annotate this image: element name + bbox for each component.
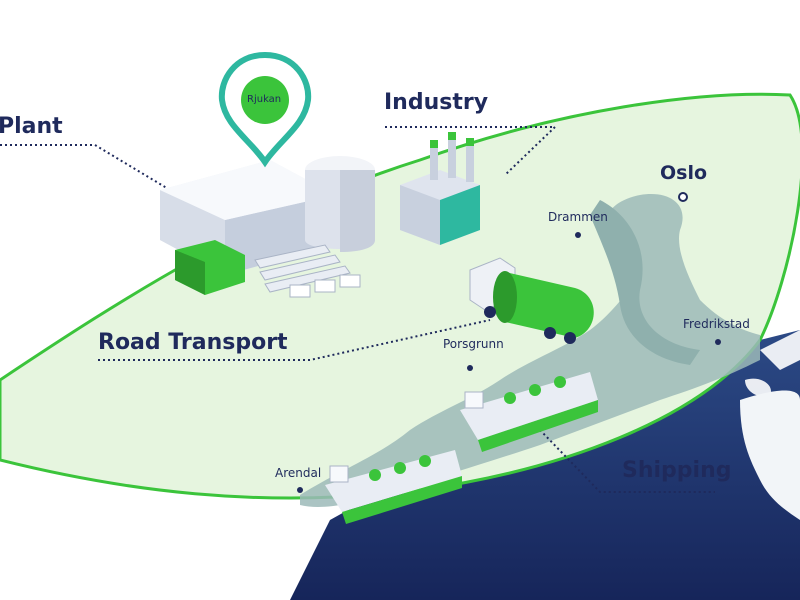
- arendal-marker: [297, 487, 303, 493]
- leader-lines: [0, 126, 715, 493]
- industry-leader: [385, 126, 558, 176]
- drammen-marker: [575, 232, 581, 238]
- fredrikstad-marker: [715, 339, 721, 345]
- islands: [745, 330, 800, 397]
- road-leader: [98, 319, 491, 361]
- city-markers: [297, 192, 721, 493]
- road-transport-label: Road Transport: [98, 330, 288, 355]
- city-arendal: Arendal: [275, 466, 322, 480]
- tanker-ship-lower: [325, 450, 462, 524]
- tanker-ship-upper: [460, 372, 598, 452]
- coast-detail: [590, 200, 700, 365]
- tanker-truck: [469, 257, 594, 344]
- pin-label: Rjukan: [247, 94, 282, 105]
- factory: [400, 132, 480, 245]
- city-porsgrunn: Porsgrunn: [443, 337, 504, 351]
- industry-label: Industry: [384, 90, 489, 115]
- city-oslo: Oslo: [660, 162, 708, 184]
- city-fredrikstad: Fredrikstad: [683, 317, 750, 331]
- shipping-label: Shipping: [622, 458, 732, 483]
- plant-leader: [0, 144, 171, 191]
- oslo-marker: [678, 192, 688, 202]
- coastline: [300, 194, 760, 507]
- south-coast-land: [740, 390, 800, 520]
- plant-building: [160, 156, 375, 298]
- porsgrunn-marker: [467, 365, 473, 371]
- city-drammen: Drammen: [548, 210, 608, 224]
- plant-label: Plant: [0, 114, 63, 139]
- shipping-leader: [539, 429, 715, 493]
- location-pin: [218, 51, 312, 168]
